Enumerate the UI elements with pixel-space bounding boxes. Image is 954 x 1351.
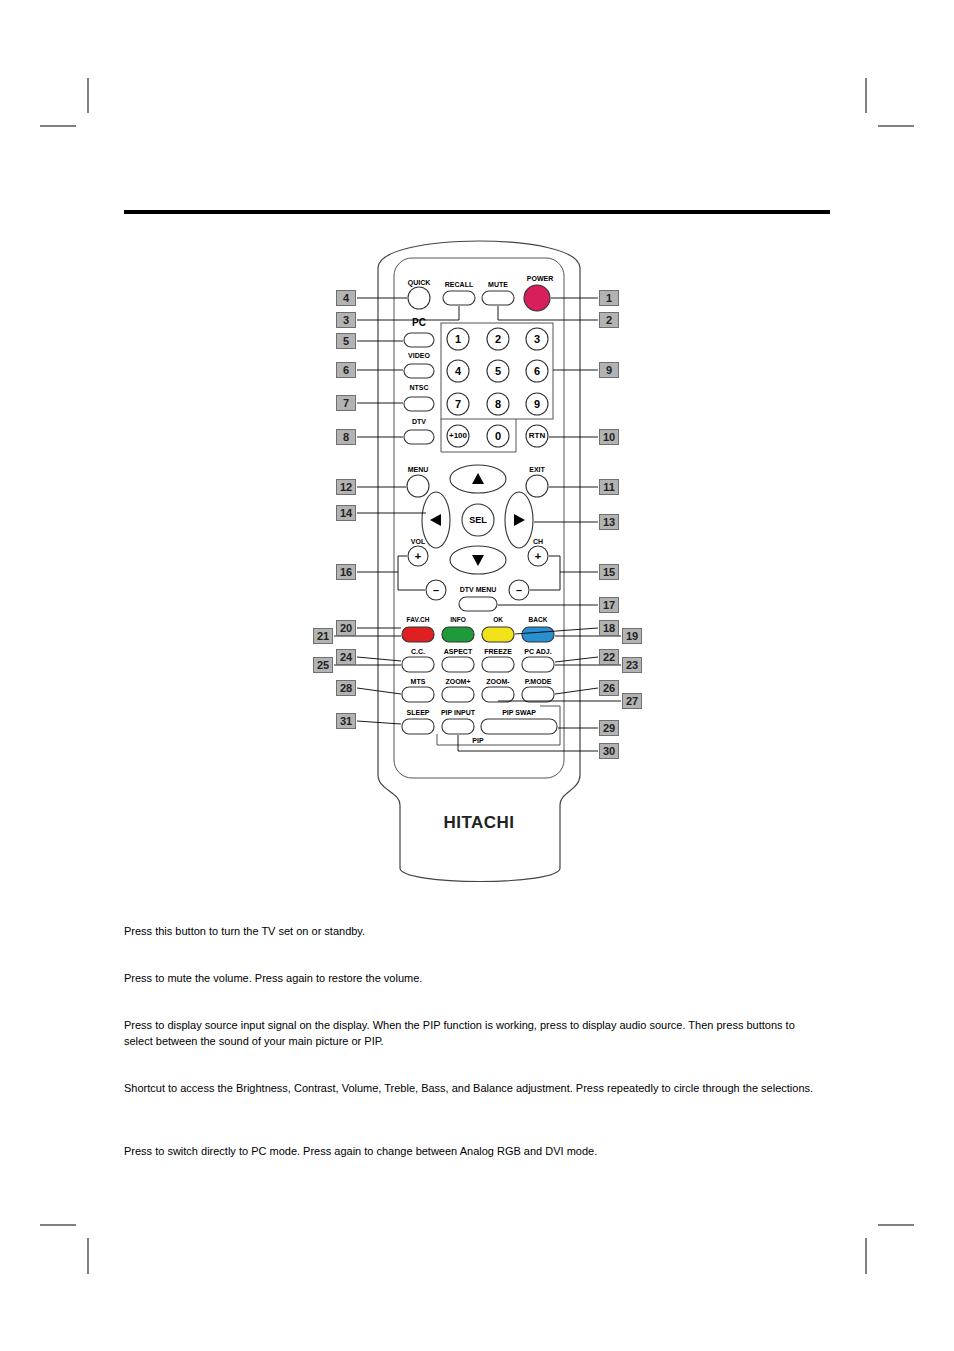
- button-label: PIP SWAP: [502, 709, 536, 716]
- button-label: INFO: [450, 617, 466, 624]
- button-label: +: [535, 551, 541, 562]
- callout-number: 15: [599, 564, 619, 580]
- callout-number: 25: [313, 657, 333, 673]
- callout-number: 9: [599, 362, 619, 378]
- remote-body: [378, 241, 580, 882]
- description-text: Press this button to turn the TV set on …: [124, 923, 819, 939]
- number-grid-frame: [441, 323, 553, 419]
- description-text: Press to display source input signal on …: [124, 1017, 819, 1049]
- button-label: 7: [455, 399, 461, 410]
- button-label: ZOOM+: [445, 678, 470, 685]
- button-label: MUTE: [488, 281, 508, 288]
- callout-number: 20: [336, 620, 356, 636]
- leader-lines: [334, 298, 621, 751]
- button-label: DTV MENU: [460, 586, 497, 593]
- callout-number: 18: [599, 620, 619, 636]
- button-label: 2: [495, 334, 501, 345]
- callout-number: 30: [599, 743, 619, 759]
- callout-number: 7: [336, 395, 356, 411]
- callout-number: 2: [599, 312, 619, 328]
- callout-number: 24: [336, 649, 356, 665]
- callout-number: 28: [336, 680, 356, 696]
- button-label: ZOOM-: [486, 678, 509, 685]
- button-label: 0: [495, 431, 501, 442]
- button-label: P.MODE: [525, 678, 552, 685]
- callout-number: 11: [599, 479, 619, 495]
- callout-number: 23: [622, 657, 642, 673]
- button-label: 4: [455, 366, 461, 377]
- button-label: ASPECT: [444, 648, 472, 655]
- button-label: MTS: [411, 678, 426, 685]
- heading-rule: [124, 210, 830, 214]
- button-label: VOL: [411, 538, 425, 545]
- description-text: Press to mute the volume. Press again to…: [124, 970, 819, 986]
- callout-number: 31: [336, 713, 356, 729]
- callout-number: 16: [336, 564, 356, 580]
- button-label: PIP: [472, 737, 483, 744]
- button-label: MENU: [408, 466, 429, 473]
- callout-number: 22: [599, 649, 619, 665]
- button-label: RECALL: [445, 281, 473, 288]
- callout-number: 17: [599, 597, 619, 613]
- number-grid-frame: [441, 419, 516, 452]
- button-label: RTN: [529, 432, 545, 440]
- callout-number: 26: [599, 680, 619, 696]
- callout-number: 29: [599, 720, 619, 736]
- button-label: FAV.CH: [407, 617, 430, 624]
- button-label: +: [415, 551, 421, 562]
- button-label: POWER: [527, 275, 553, 282]
- callout-number: 6: [336, 362, 356, 378]
- callout-number: 19: [622, 628, 642, 644]
- callout-number: 21: [313, 628, 333, 644]
- callout-number: 1: [599, 290, 619, 306]
- button-label: C.C.: [411, 648, 425, 655]
- button-label: 6: [534, 366, 540, 377]
- callout-number: 5: [336, 333, 356, 349]
- callout-number: 13: [599, 514, 619, 530]
- callout-number: 27: [622, 693, 642, 709]
- button-label: SLEEP: [407, 709, 430, 716]
- button-label: 1: [455, 334, 461, 345]
- button-label: BACK: [529, 617, 548, 624]
- button-label: 8: [495, 399, 501, 410]
- arrow-symbols: [430, 473, 525, 566]
- crop-marks: [40, 78, 914, 1274]
- callout-number: 12: [336, 479, 356, 495]
- button-label: –: [433, 585, 439, 596]
- description-text: Press to switch directly to PC mode. Pre…: [124, 1143, 819, 1159]
- button-label: SEL: [469, 516, 487, 525]
- button-label: PC ADJ.: [524, 648, 551, 655]
- button-label: CH: [533, 538, 543, 545]
- buttons: [402, 285, 557, 734]
- button-label: FREEZE: [484, 648, 512, 655]
- button-label: QUICK: [408, 279, 431, 286]
- callout-number: 8: [336, 429, 356, 445]
- button-label: EXIT: [529, 466, 545, 473]
- callout-number: 10: [599, 429, 619, 445]
- button-label: –: [516, 585, 522, 596]
- button-label: DTV: [412, 418, 426, 425]
- button-label: PIP INPUT: [441, 709, 475, 716]
- button-label: OK: [493, 617, 503, 624]
- description-text: Shortcut to access the Brightness, Contr…: [124, 1080, 819, 1096]
- brand-logo: HITACHI: [443, 814, 514, 831]
- button-label: VIDEO: [408, 352, 430, 359]
- button-label: 5: [495, 366, 501, 377]
- callout-number: 3: [336, 312, 356, 328]
- button-label: PC: [412, 318, 426, 328]
- callout-number: 14: [336, 505, 356, 521]
- remote-frame: [394, 258, 564, 778]
- pip-frame: [437, 706, 560, 745]
- button-label: NTSC: [409, 384, 428, 391]
- button-label: 3: [534, 334, 540, 345]
- button-label: 9: [534, 399, 540, 410]
- button-label: +100: [449, 432, 467, 440]
- callout-number: 4: [336, 290, 356, 306]
